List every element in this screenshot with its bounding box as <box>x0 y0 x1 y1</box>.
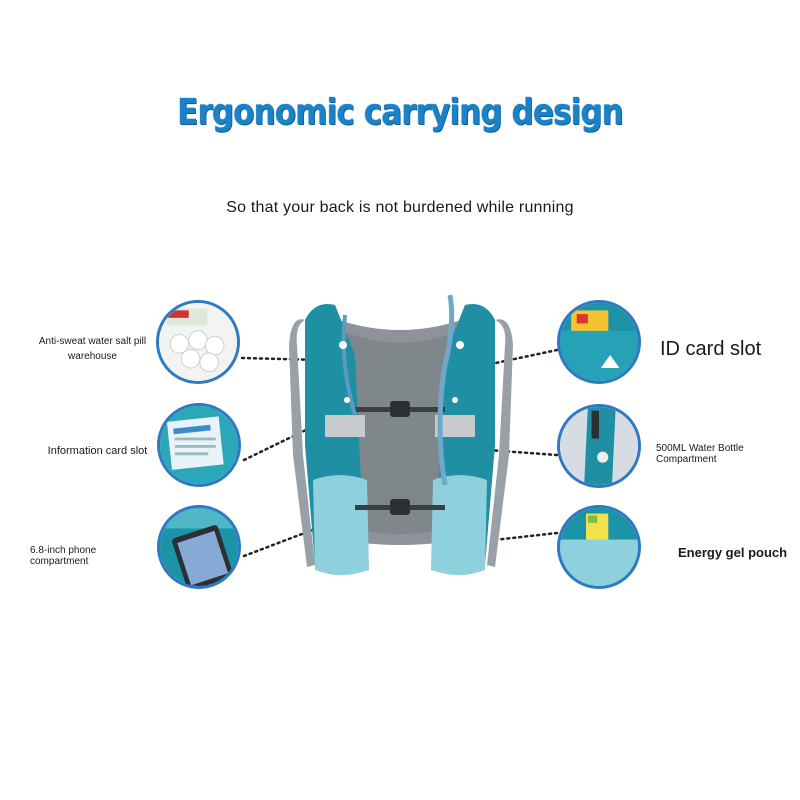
bottle-compartment-detail-image <box>557 404 641 488</box>
hydration-vest-image <box>289 294 513 575</box>
salt-pill-detail-image <box>156 300 240 384</box>
label-gel: Energy gel pouch <box>678 545 788 560</box>
info-card-detail-image <box>157 403 241 487</box>
energy-gel-detail-image <box>557 505 641 589</box>
leader-bottle <box>486 448 559 457</box>
id-card-detail-image <box>557 300 641 384</box>
label-salt-pill: Anti-sweat water salt pill warehouse <box>38 336 147 362</box>
label-info-card: Information card slot <box>47 445 148 457</box>
page-title: Ergonomic carrying design <box>177 92 623 133</box>
page-subtitle: So that your back is not burdened while … <box>226 199 574 216</box>
label-bottle: 500ML Water Bottle Compartment <box>656 443 744 465</box>
label-id-card: ID card slot <box>660 338 762 360</box>
leader-gel <box>492 531 559 542</box>
phone-compartment-detail-image <box>157 505 241 589</box>
label-phone: 6.8-inch phone compartment <box>30 545 97 567</box>
